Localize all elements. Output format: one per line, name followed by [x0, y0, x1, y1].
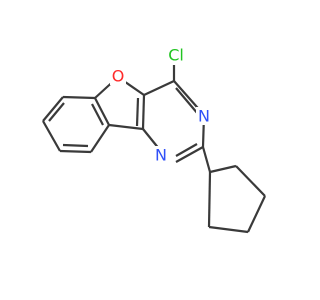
atom-label-oxygen: O: [110, 67, 126, 86]
bond-benzene-5-inner: [62, 143, 89, 148]
pyrimidine-ring: [142, 80, 206, 163]
nitrogen-label-top: N: [198, 107, 210, 126]
atom-label-chlorine: Cl: [163, 46, 187, 65]
bond-benzene-4: [90, 124, 110, 153]
nitrogen-label-bottom: N: [155, 146, 167, 165]
chlorine-label: Cl: [168, 46, 184, 65]
bond-benzene-6: [42, 120, 61, 152]
bond-pyr-c2-n1-inner: [175, 143, 198, 157]
bond-pyr-c4-c4a: [143, 80, 175, 96]
atom-label-nitrogen-bottom: N: [153, 146, 171, 165]
bond-benzene-2: [62, 95, 96, 100]
bond-cyclopentyl-5: [207, 171, 212, 228]
molecule-structure: O Cl N N: [42, 46, 266, 234]
bond-c2-cyclopentyl: [201, 146, 212, 173]
cyclopentyl-group: [201, 146, 266, 234]
benzene-ring: [42, 95, 110, 154]
bond-cyclopentyl-3: [247, 195, 266, 233]
bond-furan-c-c: [108, 123, 144, 131]
bond-benzene-3-inner: [91, 103, 104, 126]
bond-benzene-5: [59, 149, 92, 154]
bond-pyr-c4-n3-inner: [175, 87, 199, 115]
bond-cyclopentyl-4: [208, 225, 249, 234]
bond-furan-fused-inner: [135, 97, 140, 127]
bond-pyr-c2-n1: [175, 146, 204, 163]
bond-cyclopentyl-2: [235, 165, 266, 197]
bond-cyclopentyl-1: [209, 164, 237, 174]
bond-benzene-1: [42, 96, 64, 122]
bond-benzene-1-inner: [48, 102, 65, 122]
atom-label-nitrogen-top: N: [196, 107, 212, 126]
oxygen-label: O: [112, 67, 125, 86]
bond-benzene-3: [94, 97, 110, 126]
bond-furan-fused: [141, 94, 146, 130]
